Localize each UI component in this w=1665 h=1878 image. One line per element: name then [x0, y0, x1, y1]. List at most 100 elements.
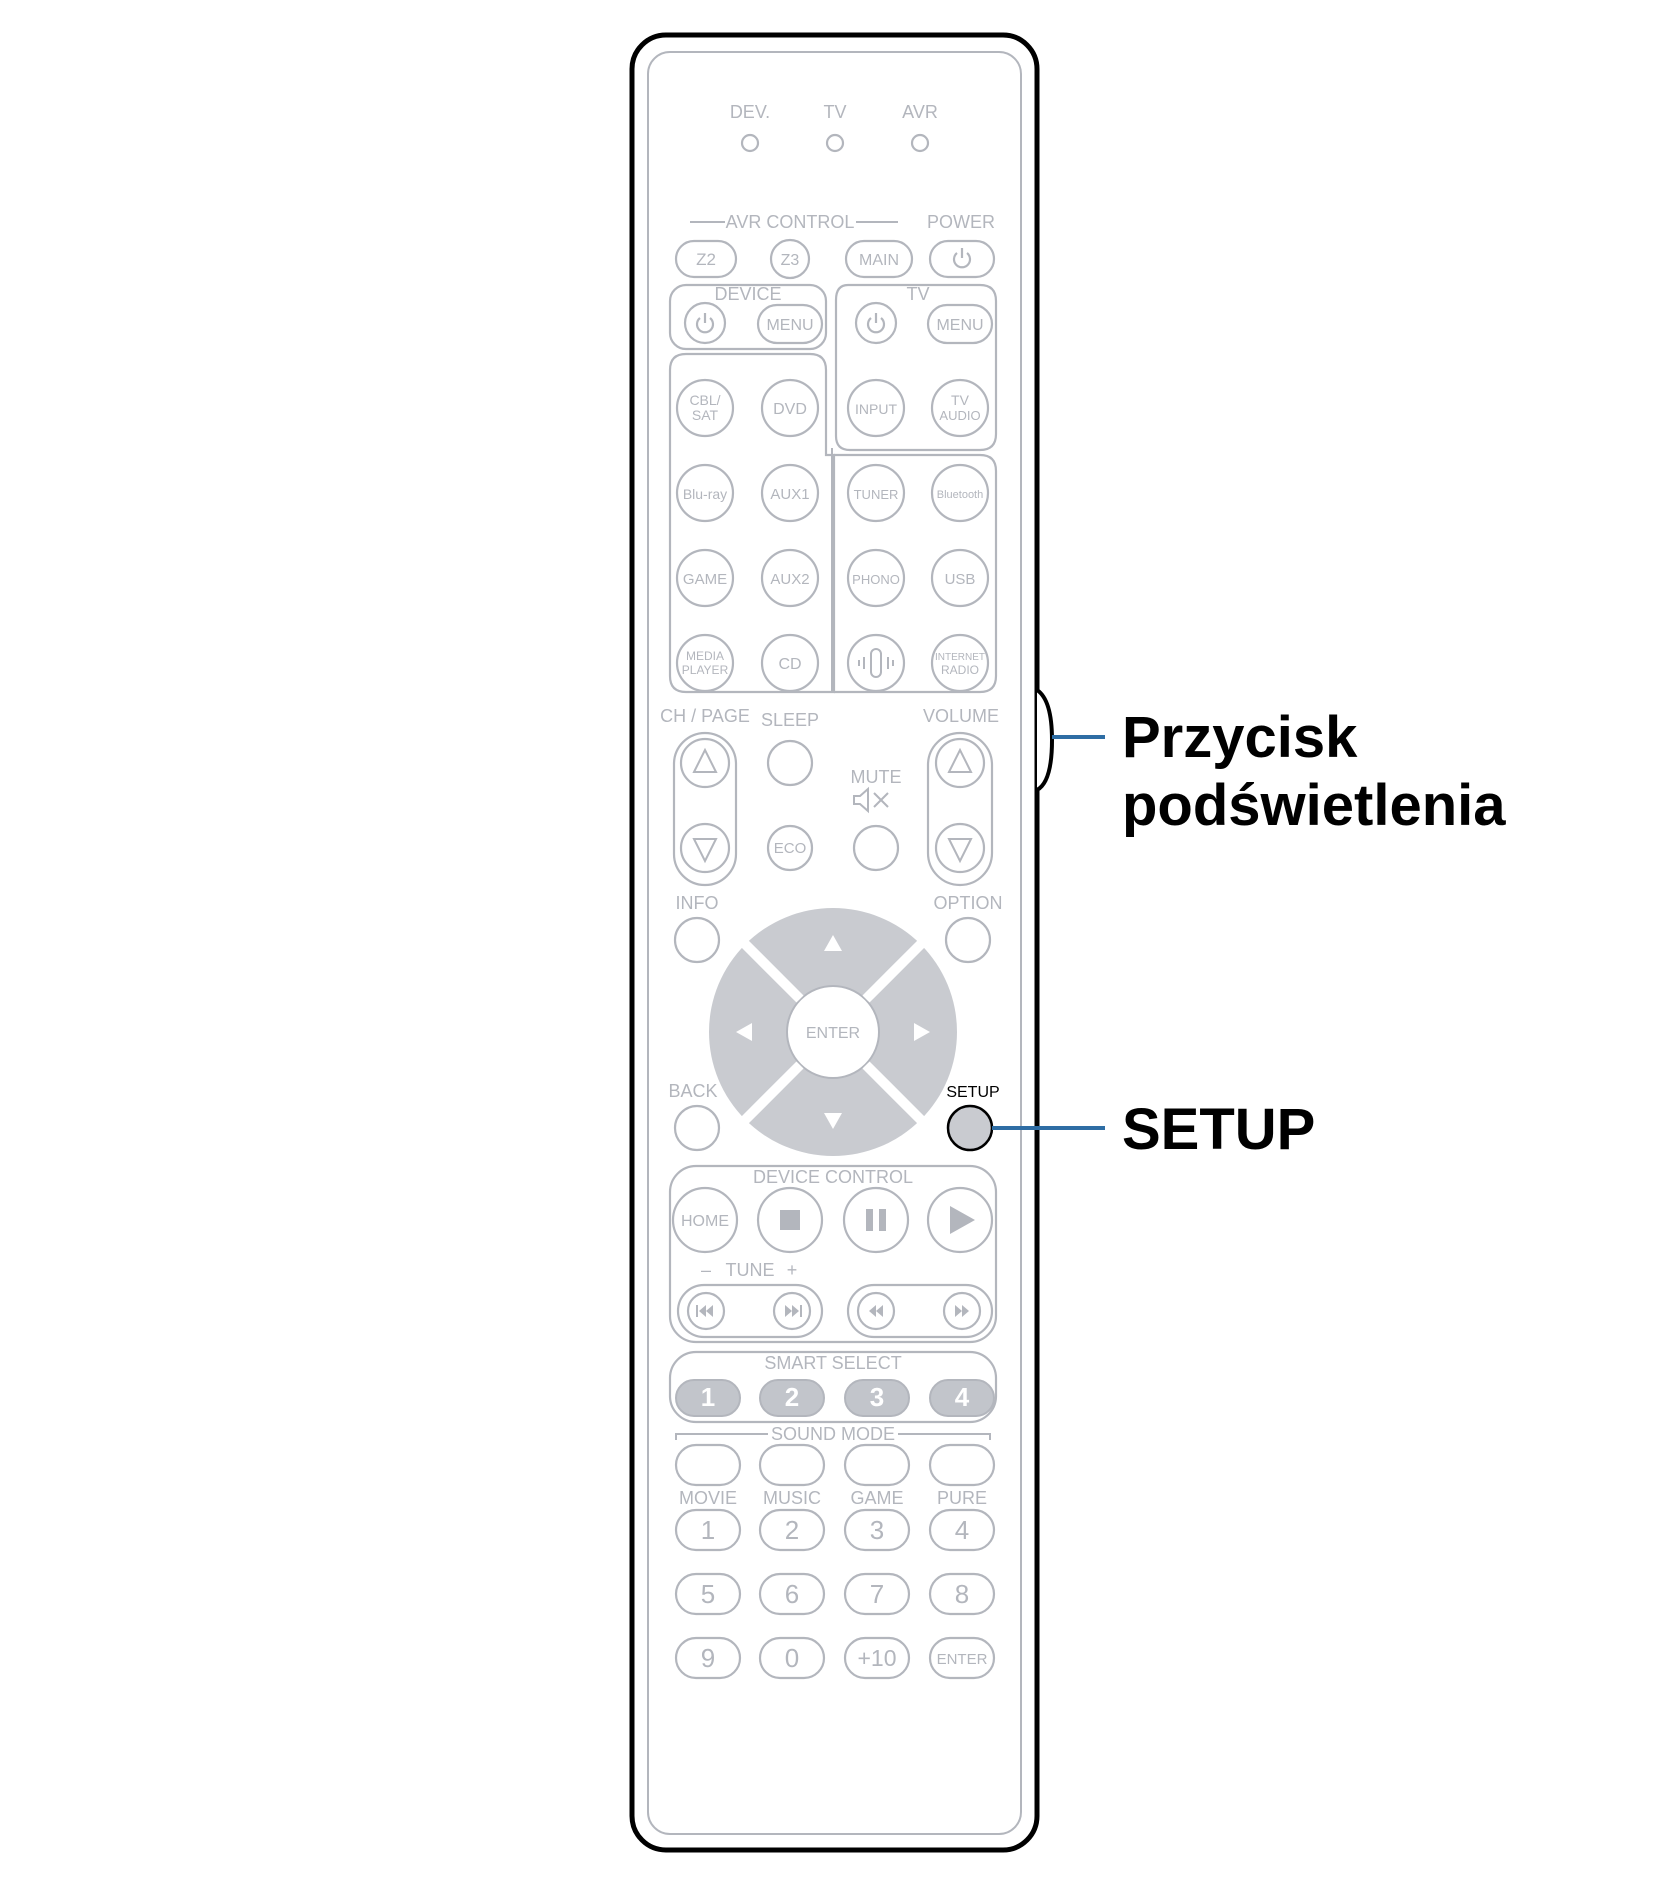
- smart-select-4-button[interactable]: [929, 1379, 995, 1417]
- number-4-button[interactable]: [928, 1508, 996, 1552]
- usb-button[interactable]: [930, 548, 990, 608]
- mute-button[interactable]: [852, 824, 900, 872]
- setup-button[interactable]: [946, 1104, 994, 1152]
- option-button[interactable]: [944, 916, 992, 964]
- ch-page-label: CH / PAGE: [660, 706, 750, 726]
- sound-mode-movie-button[interactable]: [674, 1443, 742, 1487]
- tuner-button[interactable]: [846, 463, 906, 523]
- smart-select-3-button[interactable]: [844, 1379, 910, 1417]
- sound-mode-music-button[interactable]: [758, 1443, 826, 1487]
- ch-page-rocker: [672, 731, 738, 887]
- tv-menu-button[interactable]: [926, 303, 994, 345]
- z2-button[interactable]: [674, 239, 738, 279]
- cbl-sat-button[interactable]: [675, 378, 735, 438]
- indicator-avr-led: [910, 133, 930, 153]
- dpad-up-icon[interactable]: [824, 935, 842, 951]
- eco-button[interactable]: [766, 824, 814, 872]
- option-label: OPTION: [933, 893, 1002, 913]
- pause-button[interactable]: [842, 1186, 910, 1254]
- aux2-button[interactable]: [760, 548, 820, 608]
- down-arrow-icon: [947, 838, 973, 864]
- number-5-button[interactable]: [674, 1572, 742, 1616]
- input-label: INPUT: [855, 401, 897, 417]
- search-rocker: [846, 1283, 994, 1339]
- sound-mode-label: SOUND MODE: [771, 1424, 895, 1444]
- number-0-button[interactable]: [758, 1636, 826, 1680]
- aux1-button[interactable]: [760, 463, 820, 523]
- phono-button[interactable]: [846, 548, 906, 608]
- remote-inner-panel: [647, 51, 1022, 1835]
- smart-select-2-label: 2: [785, 1382, 799, 1412]
- number-6-button[interactable]: [758, 1572, 826, 1616]
- phono-label: PHONO: [852, 572, 900, 587]
- number-2-button[interactable]: [758, 1508, 826, 1552]
- sound-mode-pure-button[interactable]: [928, 1443, 996, 1487]
- device-menu-label: MENU: [766, 317, 813, 334]
- smart-select-label: SMART SELECT: [764, 1353, 901, 1373]
- number-3-label: 3: [870, 1515, 884, 1545]
- main-button-label: MAIN: [859, 252, 899, 269]
- info-button[interactable]: [673, 916, 721, 964]
- up-arrow-icon: [947, 747, 973, 773]
- number-1-button[interactable]: [674, 1508, 742, 1552]
- dpad-left-icon[interactable]: [736, 1023, 752, 1041]
- cd-button[interactable]: [760, 633, 820, 693]
- device-menu-button[interactable]: [756, 303, 824, 345]
- input-button[interactable]: [846, 378, 906, 438]
- z3-button[interactable]: [769, 238, 811, 280]
- bluetooth-button[interactable]: [930, 463, 990, 523]
- mute-label: MUTE: [851, 767, 902, 787]
- media-player-button[interactable]: [675, 633, 735, 693]
- tv-menu-label: MENU: [936, 317, 983, 334]
- dvd-button[interactable]: [760, 378, 820, 438]
- smart-select-2-button[interactable]: [759, 1379, 825, 1417]
- dpad-down-icon[interactable]: [824, 1113, 842, 1129]
- sound-mode-game-label: GAME: [850, 1488, 903, 1508]
- device-group: [668, 283, 828, 351]
- skip-back-icon: [696, 1305, 713, 1317]
- dpad-right-icon[interactable]: [914, 1023, 930, 1041]
- sleep-button[interactable]: [766, 739, 814, 787]
- number-2-label: 2: [785, 1515, 799, 1545]
- setup-label: SETUP: [946, 1084, 999, 1101]
- back-button[interactable]: [673, 1104, 721, 1152]
- plus-10-button[interactable]: [843, 1636, 911, 1680]
- main-button[interactable]: [844, 239, 914, 279]
- aux2-label: AUX2: [770, 571, 809, 588]
- cd-label: CD: [778, 656, 801, 673]
- smart-select-1-button[interactable]: [675, 1379, 741, 1417]
- backlight-side-button[interactable]: [1035, 688, 1055, 792]
- number-7-label: 7: [870, 1579, 884, 1609]
- home-button-label: HOME: [681, 1213, 729, 1230]
- tv-audio-label-2: AUDIO: [939, 408, 980, 423]
- sound-mode-game-button[interactable]: [843, 1443, 911, 1487]
- number-enter-button[interactable]: [928, 1636, 996, 1680]
- back-label: BACK: [668, 1081, 717, 1101]
- backlight-callout-line-2: podświetlenia: [1122, 773, 1506, 838]
- number-9-button[interactable]: [674, 1636, 742, 1680]
- number-7-button[interactable]: [843, 1572, 911, 1616]
- game-source-button[interactable]: [675, 548, 735, 608]
- heos-button[interactable]: [846, 633, 906, 693]
- avr-power-button[interactable]: [928, 239, 996, 279]
- internet-radio-button[interactable]: [930, 633, 990, 693]
- device-control-label: DEVICE CONTROL: [753, 1167, 913, 1187]
- indicator-avr-label: AVR: [902, 102, 938, 122]
- bluray-button[interactable]: [675, 463, 735, 523]
- tv-audio-button[interactable]: [930, 378, 990, 438]
- dvd-label: DVD: [773, 401, 807, 418]
- number-3-button[interactable]: [843, 1508, 911, 1552]
- number-8-button[interactable]: [928, 1572, 996, 1616]
- smart-select-group: [668, 1350, 998, 1424]
- power-label: POWER: [927, 212, 995, 232]
- volume-label: VOLUME: [923, 706, 999, 726]
- home-button[interactable]: [671, 1186, 739, 1254]
- cbl-sat-label-2: SAT: [692, 407, 719, 423]
- tune-rocker: [676, 1283, 824, 1339]
- indicator-tv-label: TV: [823, 102, 846, 122]
- pause-icon: [866, 1209, 886, 1231]
- tune-minus-label: –: [701, 1260, 711, 1280]
- enter-button[interactable]: [786, 985, 880, 1079]
- number-8-label: 8: [955, 1579, 969, 1609]
